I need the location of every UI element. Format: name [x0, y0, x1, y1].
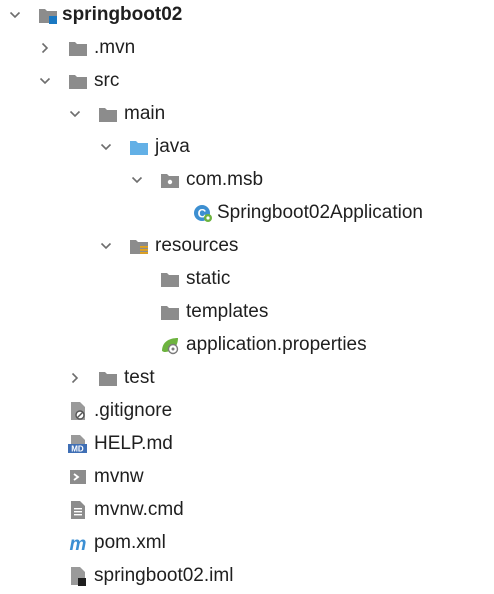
tree-row-springboot02-iml[interactable]: springboot02.iml — [0, 561, 494, 591]
tree-label: mvnw.cmd — [94, 499, 184, 520]
tree-row-com-msb[interactable]: com.msb — [0, 165, 494, 195]
tree-label: pom.xml — [94, 532, 166, 553]
folder-icon — [68, 38, 88, 58]
folder-icon — [98, 368, 118, 388]
tree-row-help-md[interactable]: MD HELP.md — [0, 429, 494, 459]
gitignore-file-icon — [68, 401, 88, 421]
spring-boot-class-icon: C — [193, 203, 213, 223]
svg-text:C: C — [198, 207, 207, 221]
tree-label: HELP.md — [94, 433, 173, 454]
tree-row-application-properties[interactable]: application.properties — [0, 330, 494, 360]
tree-label: springboot02 — [62, 4, 183, 25]
tree-row-mvnw-cmd[interactable]: mvnw.cmd — [0, 495, 494, 525]
tree-label: springboot02.iml — [94, 565, 234, 586]
tree-row-mvnw[interactable]: mvnw — [0, 462, 494, 492]
folder-icon — [160, 302, 180, 322]
module-folder-icon — [38, 5, 58, 25]
tree-row-gitignore[interactable]: .gitignore — [0, 396, 494, 426]
folder-icon — [68, 71, 88, 91]
tree-label: com.msb — [186, 169, 264, 190]
folder-icon — [160, 269, 180, 289]
markdown-file-icon: MD — [68, 434, 88, 454]
tree-row-templates[interactable]: templates — [0, 297, 494, 327]
tree-label: .gitignore — [94, 400, 173, 421]
chevron-right-icon[interactable] — [68, 371, 82, 385]
tree-row-test[interactable]: test — [0, 363, 494, 393]
chevron-down-icon[interactable] — [99, 239, 113, 253]
tree-label: java — [155, 136, 190, 157]
tree-label: Springboot02Application — [217, 202, 423, 223]
svg-text:MD: MD — [71, 445, 84, 454]
resources-folder-icon — [129, 236, 149, 256]
tree-row-pom-xml[interactable]: m pom.xml — [0, 528, 494, 558]
shell-script-icon — [68, 467, 88, 487]
tree-label: src — [94, 70, 120, 91]
tree-row-java[interactable]: java — [0, 132, 494, 162]
tree-row-mvn[interactable]: .mvn — [0, 33, 494, 63]
tree-label: main — [124, 103, 166, 124]
source-folder-icon — [129, 137, 149, 157]
tree-label: templates — [186, 301, 269, 322]
tree-label: test — [124, 367, 155, 388]
tree-label: static — [186, 268, 231, 289]
tree-row-main[interactable]: main — [0, 99, 494, 129]
tree-label: .mvn — [94, 37, 136, 58]
svg-text:m: m — [70, 534, 87, 553]
package-icon — [160, 170, 180, 190]
folder-icon — [98, 104, 118, 124]
text-file-icon — [68, 500, 88, 520]
chevron-down-icon[interactable] — [130, 173, 144, 187]
tree-row-static[interactable]: static — [0, 264, 494, 294]
chevron-down-icon[interactable] — [99, 140, 113, 154]
tree-row-springboot02application[interactable]: C Springboot02Application — [0, 198, 494, 228]
tree-row-springboot02[interactable]: springboot02 — [0, 0, 494, 30]
chevron-down-icon[interactable] — [8, 8, 22, 22]
chevron-down-icon[interactable] — [68, 107, 82, 121]
maven-icon: m — [68, 533, 88, 553]
tree-label: mvnw — [94, 466, 144, 487]
chevron-right-icon[interactable] — [38, 41, 52, 55]
spring-properties-icon — [160, 335, 180, 355]
iml-file-icon — [68, 566, 88, 586]
tree-row-src[interactable]: src — [0, 66, 494, 96]
tree-label: resources — [155, 235, 239, 256]
tree-label: application.properties — [186, 334, 367, 355]
chevron-down-icon[interactable] — [38, 74, 52, 88]
tree-row-resources[interactable]: resources — [0, 231, 494, 261]
